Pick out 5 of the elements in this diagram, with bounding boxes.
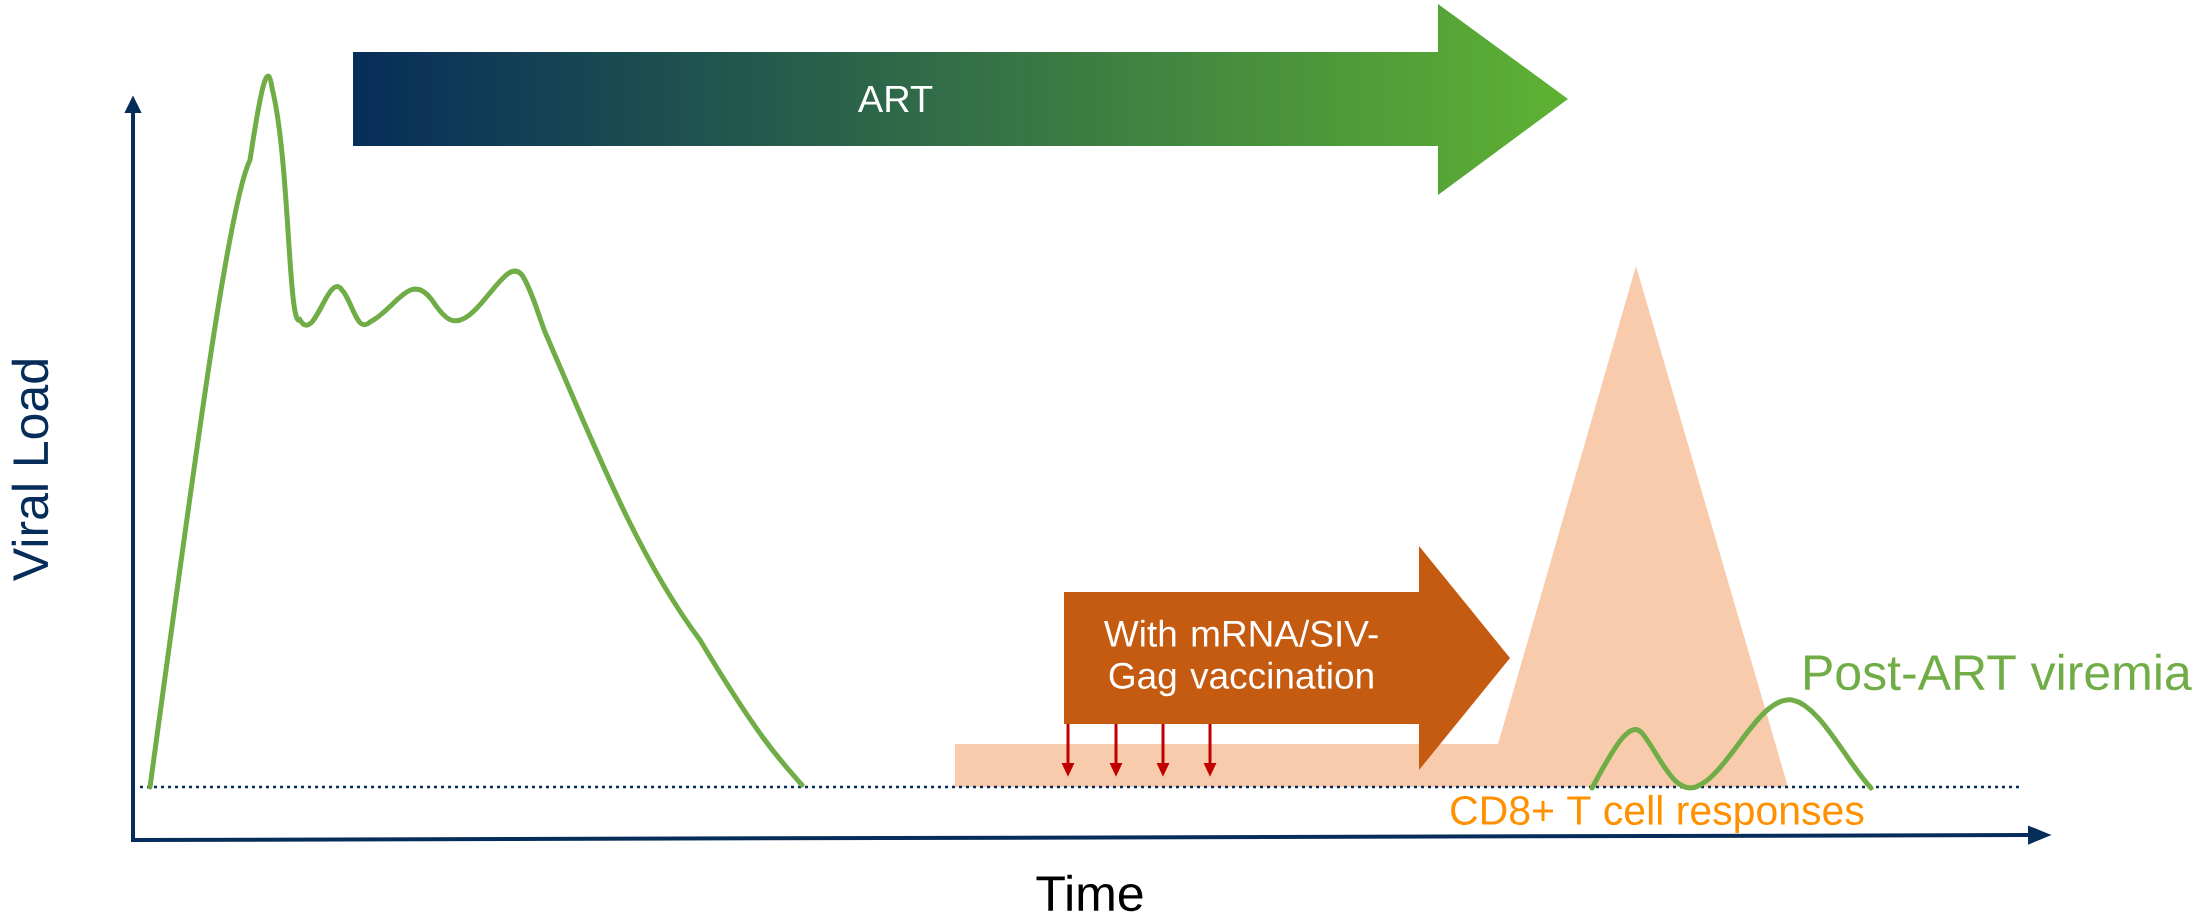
axis-title: Viral Load (11, 360, 49, 581)
annotation-label: CD8+ T cell responses (1451, 794, 1864, 834)
axis-title: Time (1036, 874, 1143, 912)
annotation-label: Post-ART viremia (1805, 653, 2192, 691)
block-arrow: ART (857, 85, 933, 113)
